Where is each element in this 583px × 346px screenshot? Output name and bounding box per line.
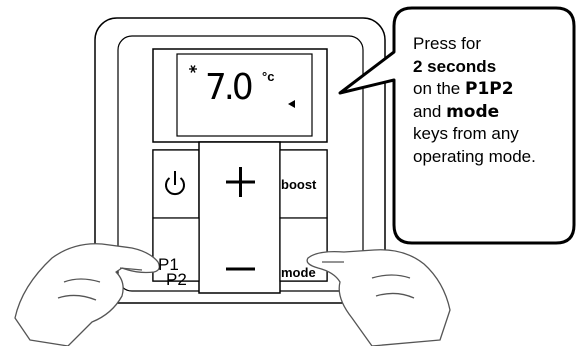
lcd-window-inner <box>176 53 313 137</box>
plus-icon[interactable] <box>226 167 255 197</box>
p1p2-key[interactable] <box>152 217 200 282</box>
boost-label: boost <box>281 177 317 192</box>
lcd-temperature: 7.0 <box>205 67 254 108</box>
callout-line-5: keys from any <box>413 124 519 143</box>
p1-label: P1 <box>158 255 179 274</box>
callout-line-4: and mode <box>413 101 583 124</box>
mode-key[interactable] <box>279 217 328 282</box>
callout-text: Press for 2 seconds on the P1P2 and mode… <box>413 33 583 168</box>
power-icon <box>165 171 185 196</box>
callout-line-6: operating mode. <box>413 146 536 166</box>
callout-key-p1p2: P1P2 <box>465 79 514 99</box>
arrow-left-icon <box>288 100 295 108</box>
callout-key-mode: mode <box>446 101 500 122</box>
p2-label: P2 <box>166 270 187 289</box>
snowflake-icon <box>189 65 197 73</box>
mode-label: mode <box>281 265 316 280</box>
right-hand-pressing <box>306 249 451 346</box>
callout-line-4-and: and <box>413 101 447 121</box>
callout-line-2: 2 seconds <box>413 56 497 76</box>
callout-bubble <box>338 6 576 245</box>
callout-line-3: on the P1P2 <box>413 78 583 101</box>
callout-line-1: Press for <box>413 34 482 53</box>
lcd-unit: °c <box>262 69 275 84</box>
callout-line-3-prefix: on the <box>413 79 465 98</box>
left-hand-pressing <box>14 243 160 346</box>
